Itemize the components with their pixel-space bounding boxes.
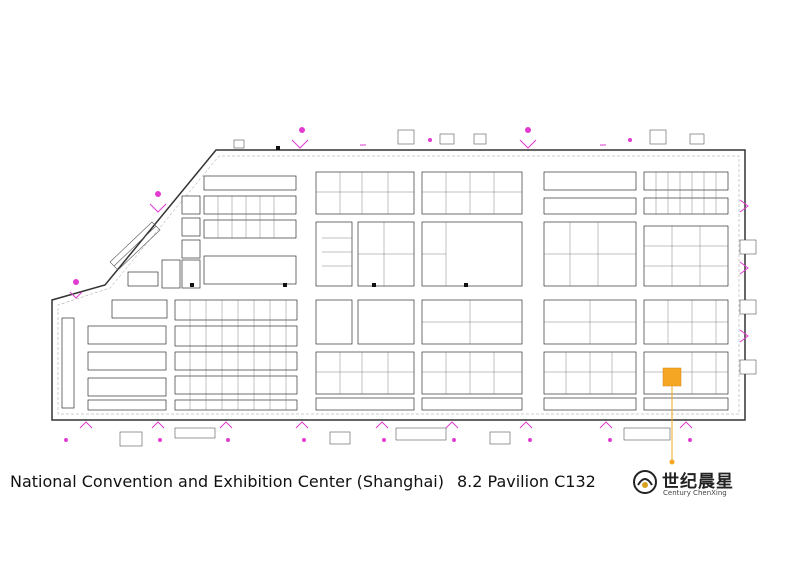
entrance-pins bbox=[64, 127, 692, 442]
brand-name-cn: 世纪晨星 bbox=[662, 472, 734, 492]
block-column-e-dividers bbox=[644, 172, 728, 394]
block-column-a bbox=[174, 175, 298, 411]
block-column-d-dividers bbox=[544, 222, 636, 394]
block-column-b bbox=[315, 171, 415, 411]
brand-logo: 世纪晨星 Century ChenXing bbox=[632, 465, 772, 505]
highlighted-booth[interactable] bbox=[662, 367, 682, 387]
hall-outline bbox=[51, 149, 746, 421]
venue-name: National Convention and Exhibition Cente… bbox=[10, 472, 444, 491]
booth-location: 8.2 Pavilion C132 bbox=[457, 472, 596, 491]
entrance-markers bbox=[69, 139, 749, 429]
block-column-e bbox=[643, 171, 729, 411]
hall-outline-inner bbox=[57, 155, 740, 415]
escalator-block bbox=[109, 221, 161, 271]
booth-pin-icon bbox=[669, 459, 675, 465]
logo-icon bbox=[633, 470, 657, 494]
left-wing-booths bbox=[61, 195, 201, 411]
block-column-c bbox=[421, 171, 523, 411]
pillars bbox=[190, 146, 468, 287]
brand-name-en: Century ChenXing bbox=[663, 489, 727, 497]
service-rooms bbox=[119, 129, 757, 447]
block-column-b-dividers bbox=[316, 172, 414, 394]
block-column-c-dividers bbox=[422, 172, 522, 394]
block-column-a-dividers bbox=[189, 196, 287, 410]
